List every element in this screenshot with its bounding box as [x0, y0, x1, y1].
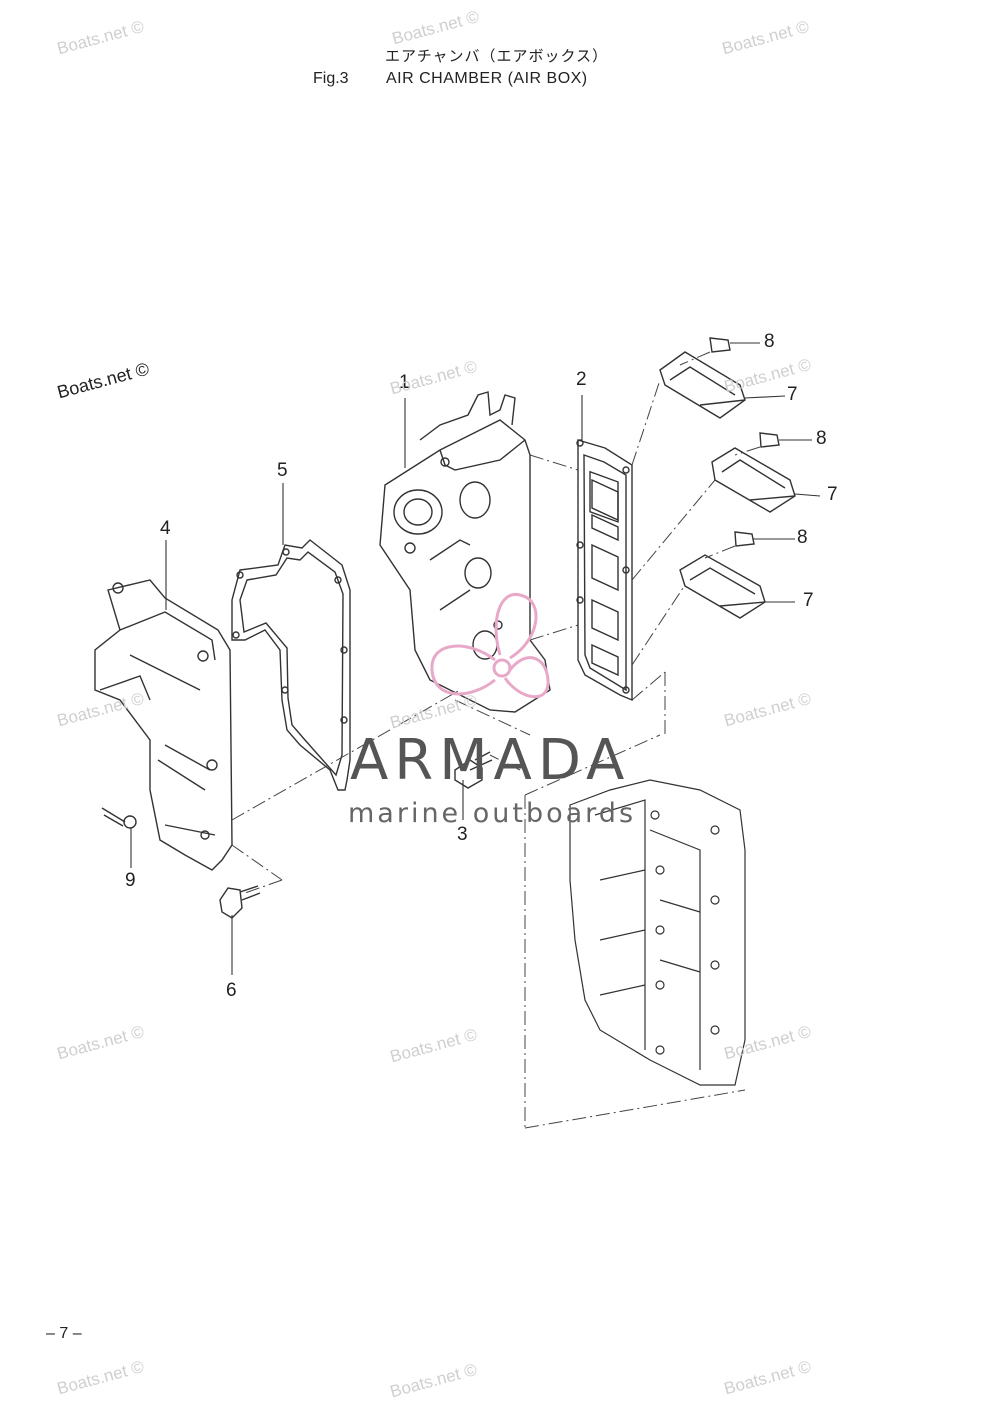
callout-5: 5 — [277, 460, 288, 481]
callout-6: 6 — [226, 980, 237, 1001]
callout-8-top: 8 — [764, 331, 775, 352]
part-2-gasket — [576, 439, 633, 702]
part-6-bolt — [219, 885, 261, 919]
part-7-reed-valve-top — [659, 351, 746, 419]
armada-logo-tagline: marine outboards — [348, 798, 637, 829]
part-7-reed-valve-mid — [711, 447, 796, 513]
callout-7-top: 7 — [787, 384, 798, 405]
callout-8-mid: 8 — [816, 428, 827, 449]
callout-2: 2 — [576, 369, 587, 390]
figure-number: Fig.3 — [313, 70, 349, 87]
callout-7-mid: 7 — [827, 484, 838, 505]
callout-8-bottom: 8 — [797, 527, 808, 548]
part-5-gasket — [231, 539, 351, 791]
page-number: – 7 – — [46, 1325, 82, 1342]
part-7-reed-valve-bottom — [679, 554, 766, 619]
callout-3: 3 — [457, 824, 468, 845]
callout-9: 9 — [125, 870, 136, 891]
part-8-bolts — [709, 337, 780, 547]
figure-title: AIR CHAMBER (AIR BOX) — [386, 70, 588, 87]
callout-7-bottom: 7 — [803, 590, 814, 611]
figure-header: エアチャンバ（エアボックス） Fig.3 AIR CHAMBER (AIR BO… — [0, 0, 1000, 100]
armada-logo-text: ARMADA — [350, 728, 631, 793]
armada-propeller-icon — [430, 593, 550, 699]
figure-title-japanese: エアチャンバ（エアボックス） — [385, 47, 609, 65]
part-3-bolt — [454, 751, 493, 789]
crankcase-block — [569, 779, 746, 1086]
part-9-screw — [101, 807, 137, 829]
part-4-cover — [94, 579, 233, 871]
callout-1: 1 — [399, 372, 410, 393]
callout-4: 4 — [160, 518, 171, 539]
